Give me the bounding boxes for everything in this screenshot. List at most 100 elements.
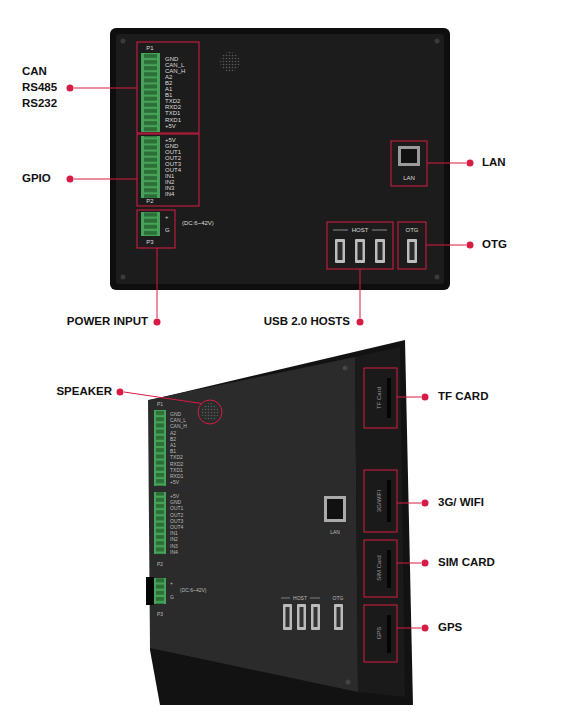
callout-label: SPEAKER: [56, 386, 112, 398]
pin-label: GND: [165, 56, 178, 62]
highlight-box: [391, 141, 427, 186]
pin-label: LAN: [330, 530, 340, 535]
pin-label: +5V: [170, 494, 179, 499]
usb-port-hole: [314, 607, 318, 627]
highlight-box: [137, 42, 199, 133]
pin-label: OUT1: [165, 149, 181, 155]
pin-label: LAN: [403, 175, 415, 181]
pin-label: IN4: [165, 191, 174, 197]
lan-port-hole: [401, 149, 417, 163]
leader-dot: [467, 160, 474, 167]
pin-label: GND: [170, 500, 181, 505]
leader-dot: [422, 625, 429, 632]
screw: [121, 275, 126, 280]
pin-label: A1: [165, 86, 172, 92]
usb-port-hole: [300, 607, 304, 627]
callout-label: RS485: [22, 82, 57, 94]
pin-label: TXD2: [165, 98, 180, 104]
leader-line: [397, 563, 421, 564]
terminal-screws: [154, 492, 166, 554]
leader-line: [74, 88, 137, 89]
pin-label: A1: [170, 443, 176, 448]
terminal-block: [154, 492, 166, 554]
terminal-block: [154, 410, 166, 486]
leader-dot: [422, 394, 429, 401]
pin-label: G: [165, 227, 170, 233]
leader-dots: [117, 389, 429, 632]
usb-port: [311, 604, 320, 630]
pin-label: IN2: [170, 537, 178, 542]
slot-label: GPS: [376, 627, 382, 640]
highlight-box: [364, 540, 397, 597]
terminal-screws: [141, 136, 160, 198]
pin-label: G: [170, 595, 174, 600]
pin-label: +5V: [165, 137, 176, 143]
highlight-box: [137, 134, 199, 206]
leader-line: [74, 179, 137, 180]
callout-label: TF CARD: [438, 391, 488, 403]
leader-line: [157, 248, 158, 318]
pin-label: OTG: [406, 227, 419, 233]
pin-label: A2: [170, 430, 176, 435]
terminal-screws: [154, 578, 166, 604]
screw: [435, 275, 440, 280]
otg-port: [334, 604, 343, 630]
leader-lines: [74, 88, 466, 318]
callout-label: OTG: [482, 239, 507, 251]
terminal-block: [141, 136, 160, 198]
card-slot: [387, 550, 391, 588]
pin-label: OUT4: [170, 525, 183, 530]
usb-port-hole: [338, 242, 343, 260]
pin-label: IN4: [170, 549, 178, 554]
pin-label: OUT3: [165, 161, 181, 167]
otg-port-hole: [337, 607, 341, 627]
pin-label: +5V: [165, 123, 176, 129]
pin-label: (DC:6~42V): [182, 220, 214, 226]
leader-lines: [124, 392, 421, 628]
pin-label: B2: [165, 80, 172, 86]
pin-label: IN1: [170, 531, 178, 536]
usb-port: [297, 604, 306, 630]
host-bracket: [281, 598, 290, 599]
pin-label: TXD1: [165, 110, 180, 116]
leader-dot: [67, 176, 74, 183]
screw: [343, 366, 348, 371]
callout-label: CAN: [22, 66, 47, 78]
pin-label: +5V: [170, 480, 179, 485]
pin-label: OUT4: [165, 167, 181, 173]
pin-label: B1: [165, 92, 172, 98]
terminal-screws: [141, 212, 160, 236]
panel-frame: [110, 28, 450, 290]
pin-label: IN3: [165, 185, 174, 191]
pin-label: A2: [165, 74, 172, 80]
pin-label: CAN_H: [170, 424, 187, 429]
pin-label: CAN_L: [165, 62, 184, 68]
pin-label: HOST: [293, 596, 307, 601]
pin-label: RXD1: [170, 474, 183, 479]
leader-dot: [117, 389, 124, 396]
terminal-block: [154, 578, 166, 604]
highlight-box: [364, 605, 397, 662]
terminal-screws: [141, 53, 160, 132]
pin-label: P3: [157, 612, 163, 617]
pin-label: TXD2: [170, 455, 183, 460]
pin-label: IN2: [165, 179, 174, 185]
callout-label: GPIO: [22, 173, 51, 185]
leader-line: [397, 628, 421, 629]
highlight-circle: [198, 400, 222, 424]
callout-label: USB 2.0 HOSTS: [264, 316, 350, 328]
leader-line: [397, 503, 421, 504]
speaker-grille: [201, 403, 219, 421]
usb-port: [355, 239, 365, 263]
leader-line: [360, 269, 361, 318]
leader-line: [426, 245, 466, 246]
pin-label: (DC:6~42V): [180, 588, 207, 593]
pin-label: OUT3: [170, 518, 183, 523]
otg-port-hole: [410, 242, 415, 260]
leader-dot: [67, 85, 74, 92]
terminal-block: [141, 212, 160, 236]
pin-label: GND: [165, 143, 178, 149]
pin-label: OTG: [333, 596, 344, 601]
card-slot: [387, 378, 391, 418]
